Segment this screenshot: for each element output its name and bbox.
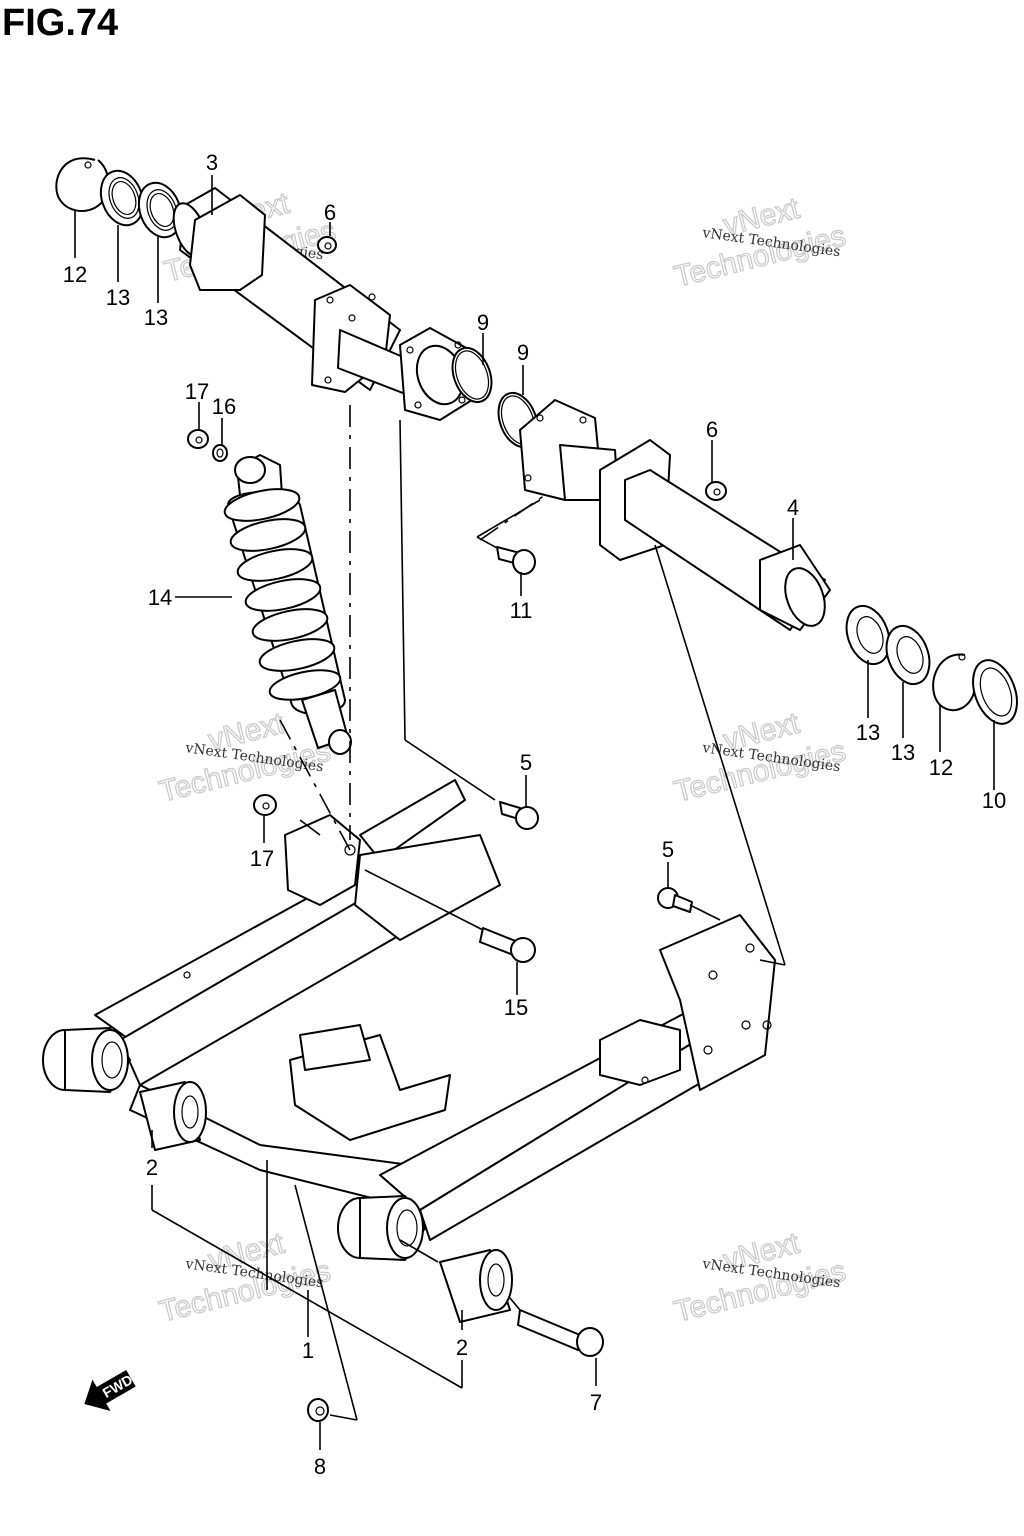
circlip-part bbox=[932, 653, 976, 712]
callout-13: 13 bbox=[144, 305, 168, 330]
bolt-part bbox=[479, 927, 536, 963]
leader-lines bbox=[74, 175, 995, 1450]
bearing-part bbox=[885, 624, 931, 686]
callout-14: 14 bbox=[148, 585, 172, 610]
callout-3: 3 bbox=[206, 150, 218, 175]
callout-7: 7 bbox=[590, 1390, 602, 1415]
callout-5: 5 bbox=[520, 750, 532, 775]
seal-part bbox=[972, 659, 1018, 725]
axle-housing-part bbox=[519, 399, 831, 631]
callout-5: 5 bbox=[662, 837, 674, 862]
bolt-part bbox=[499, 801, 539, 830]
callout-labels: 12 13 13 3 6 9 9 6 4 17 16 11 14 13 13 1… bbox=[63, 150, 1006, 1479]
callout-10: 10 bbox=[982, 788, 1006, 813]
circlip-part bbox=[55, 157, 110, 212]
nut-part bbox=[307, 1398, 329, 1422]
bushing-part bbox=[439, 1249, 513, 1323]
shock-absorber-part bbox=[223, 454, 352, 755]
nut-part bbox=[187, 429, 209, 449]
figure-title: FIG.74 bbox=[2, 2, 119, 44]
callout-12: 12 bbox=[929, 755, 953, 780]
callout-13: 13 bbox=[856, 720, 880, 745]
bushing-part bbox=[139, 1081, 207, 1151]
o-ring-part bbox=[451, 346, 493, 404]
callout-12: 12 bbox=[63, 262, 87, 287]
bearing-part bbox=[137, 181, 183, 239]
bearing-part bbox=[99, 169, 145, 227]
bolt-part bbox=[657, 887, 693, 913]
axle-housing-part bbox=[172, 187, 473, 421]
fwd-arrow-icon: FWD bbox=[84, 1370, 136, 1412]
nut-part bbox=[253, 794, 277, 816]
callout-1: 1 bbox=[302, 1338, 314, 1363]
callout-13: 13 bbox=[106, 285, 130, 310]
bolt-part bbox=[517, 1309, 604, 1357]
callout-15: 15 bbox=[504, 995, 528, 1020]
callout-17: 17 bbox=[250, 846, 274, 871]
callout-13: 13 bbox=[891, 740, 915, 765]
callout-6: 6 bbox=[706, 417, 718, 442]
callout-2: 2 bbox=[456, 1335, 468, 1360]
washer-part bbox=[212, 444, 228, 462]
callout-2: 2 bbox=[146, 1155, 158, 1180]
bearing-part bbox=[845, 604, 891, 666]
callout-9: 9 bbox=[517, 340, 529, 365]
callout-17: 17 bbox=[185, 379, 209, 404]
bolt-part bbox=[496, 546, 536, 575]
callout-8: 8 bbox=[314, 1454, 326, 1479]
callout-11: 11 bbox=[510, 598, 533, 623]
callout-16: 16 bbox=[212, 394, 236, 419]
callout-4: 4 bbox=[787, 495, 799, 520]
nut-part bbox=[317, 236, 337, 254]
nut-part bbox=[705, 481, 727, 501]
callout-9: 9 bbox=[477, 310, 489, 335]
callout-6: 6 bbox=[324, 200, 336, 225]
